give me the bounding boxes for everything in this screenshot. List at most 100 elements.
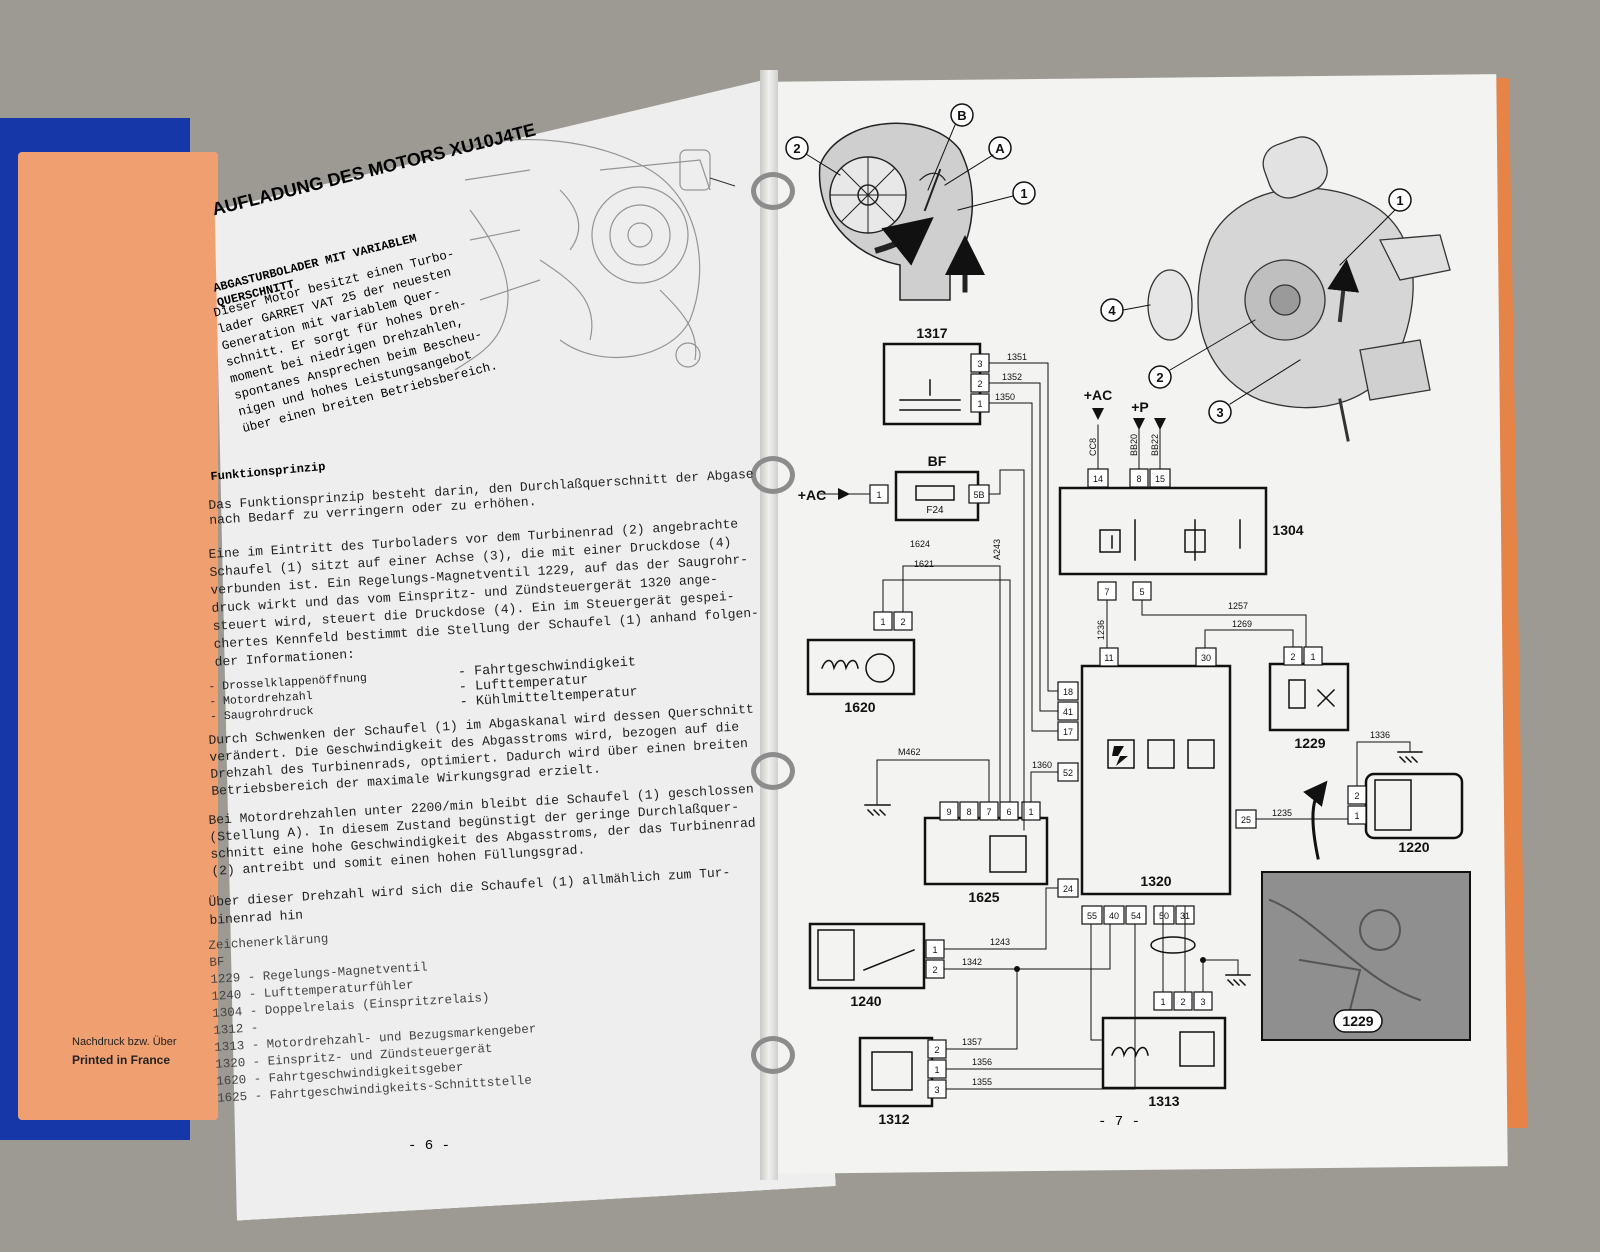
transistor-icon [989, 835, 1027, 873]
pin-label: 14 [1093, 474, 1103, 484]
solenoid-icon [1288, 679, 1306, 709]
potentiometer-icon [899, 379, 961, 411]
pin-label: 8 [1136, 474, 1141, 484]
label-photo-1229: 1229 [1342, 1013, 1373, 1029]
pin-label: 2 [1180, 997, 1185, 1007]
callout-a: A [995, 141, 1005, 156]
pin-label: 41 [1063, 707, 1073, 717]
binder-ring [751, 752, 795, 790]
label-1304: 1304 [1272, 522, 1303, 538]
pin-label: 3 [977, 359, 982, 369]
pin-label: 17 [1063, 727, 1073, 737]
turbo-isometric-drawing [1147, 136, 1451, 442]
callout-1: 1 [1020, 186, 1027, 201]
wire-label: 1360 [1032, 760, 1052, 770]
pin-label: 1 [934, 1065, 939, 1075]
valve-icon [1316, 688, 1336, 708]
junction-dot [1014, 966, 1020, 972]
component-1320-box [1080, 664, 1232, 896]
binder-ring [751, 172, 795, 210]
wire-label: 1624 [910, 539, 930, 549]
pin-label: 24 [1063, 884, 1073, 894]
wire-label: A243 [992, 539, 1002, 560]
label-1313: 1313 [1148, 1093, 1179, 1109]
sensor-icon [1179, 1031, 1215, 1067]
pin-label: 2 [932, 965, 937, 975]
pin-label: 8 [966, 807, 971, 817]
component-1220-box [1364, 772, 1464, 840]
component-1625-box [923, 816, 1049, 886]
pin-label: 1 [1354, 811, 1359, 821]
page-number: - 6 - [408, 1138, 451, 1154]
wire-label: 1336 [1370, 730, 1390, 740]
pin-label: 55 [1087, 911, 1097, 921]
pin-label: 1 [932, 945, 937, 955]
pin-label: 54 [1131, 911, 1141, 921]
pin-label: 2 [900, 617, 905, 627]
wire-label: BB22 [1150, 434, 1160, 456]
label-bf: BF [928, 453, 947, 469]
pin-label: 5B [973, 490, 984, 500]
thermometer-icon [1374, 779, 1412, 831]
wire-label: 1236 [1096, 620, 1106, 640]
wire-label: 1355 [972, 1077, 992, 1087]
junction-dot [1200, 957, 1206, 963]
chip-icon [1187, 739, 1215, 769]
pin-label: 40 [1109, 911, 1119, 921]
fuse-icon [915, 485, 955, 501]
wire-label: 1269 [1232, 619, 1252, 629]
spark-icon [1107, 739, 1135, 769]
coil-icon [821, 659, 859, 671]
label-1317: 1317 [916, 325, 947, 341]
callout-2: 2 [1156, 370, 1163, 385]
component-1240-box [808, 922, 926, 990]
binder-ring [751, 456, 795, 494]
label-1320: 1320 [1140, 873, 1171, 889]
pin-label: 3 [1200, 997, 1205, 1007]
pin-label: 11 [1104, 653, 1113, 663]
connector-icon [1150, 936, 1196, 954]
label-1229: 1229 [1294, 735, 1325, 751]
pin-label: 1 [977, 399, 982, 409]
pin-label: 1 [1310, 652, 1315, 662]
generator-icon [865, 653, 895, 683]
label-1625: 1625 [968, 889, 999, 905]
pin-label: 1 [1160, 997, 1165, 1007]
pin-label: 3 [934, 1085, 939, 1095]
wire-label: 1357 [962, 1037, 982, 1047]
wire-label: 1243 [990, 937, 1010, 947]
thermistor-icon [863, 949, 915, 971]
component-1229-box [1268, 662, 1350, 732]
relay-coil-icon [1099, 529, 1121, 553]
pin-label: 2 [1290, 652, 1295, 662]
callout-2: 2 [793, 141, 800, 156]
component-1312-box [858, 1036, 934, 1108]
label-1312: 1312 [878, 1111, 909, 1127]
pin-label: 7 [1104, 587, 1109, 597]
pin-label: 25 [1241, 815, 1251, 825]
injector-icon [1147, 739, 1175, 769]
page-gutter [760, 70, 778, 1180]
component-1317-box [882, 342, 982, 426]
coil-icon [1111, 1046, 1149, 1058]
component-1620-box [806, 638, 916, 696]
label-1240: 1240 [850, 993, 881, 1009]
pin-label: 15 [1155, 474, 1165, 484]
pin-label: 1 [880, 617, 885, 627]
wire-label: 1352 [1002, 372, 1022, 382]
pin-label: 31 [1180, 911, 1190, 921]
component-1313-box [1101, 1016, 1227, 1090]
thermometer-icon [817, 929, 855, 981]
pin-label: 2 [934, 1045, 939, 1055]
relay-icon [1111, 519, 1241, 561]
relay-coil-icon [1184, 529, 1206, 553]
pin-label: 2 [1354, 791, 1359, 801]
wire-label: 1257 [1228, 601, 1248, 611]
ground-symbols [864, 751, 1423, 987]
callout-3: 3 [1216, 405, 1223, 420]
pin-label: 30 [1201, 653, 1211, 663]
pin-label: 18 [1063, 687, 1073, 697]
pin-label: 7 [986, 807, 991, 817]
wire-label: M462 [898, 747, 921, 757]
